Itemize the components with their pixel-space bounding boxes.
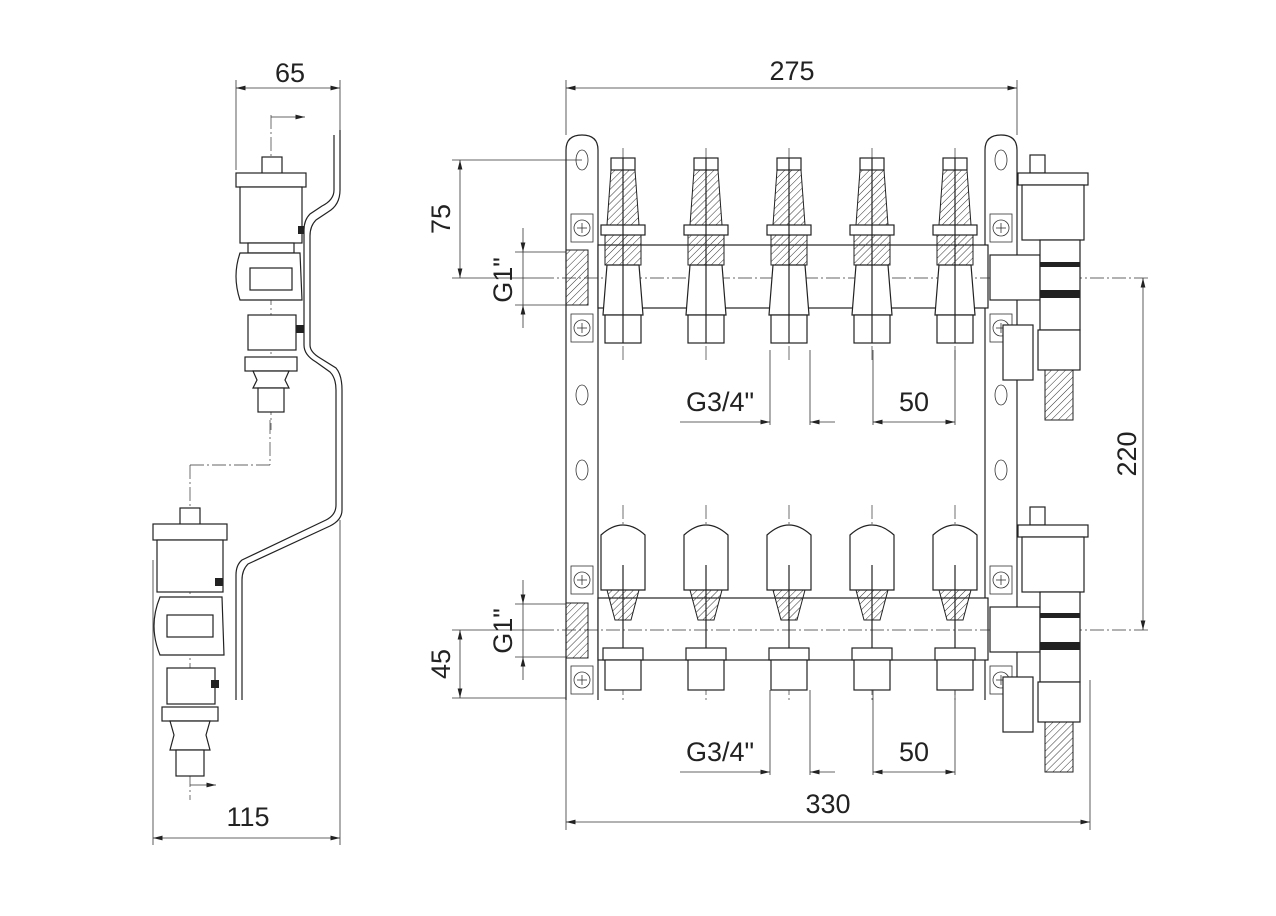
- dimension-label: G1": [488, 257, 518, 303]
- flow-meter-outlet: [600, 148, 646, 360]
- dimension-g34-bottom: G3/4": [680, 690, 835, 775]
- dimension-label: G3/4": [686, 737, 754, 767]
- mounting-screw-icon: [570, 313, 594, 343]
- flow-meter-outlet: [849, 148, 895, 360]
- dimension-label: 50: [899, 737, 929, 767]
- dimension-label: 75: [426, 204, 456, 234]
- mounting-screw-icon: [989, 213, 1013, 243]
- dimension-g1-top: G1": [488, 228, 566, 328]
- side-shutoff-valve: [152, 420, 271, 800]
- shutoff-valve-outlet: [600, 505, 646, 700]
- flow-meter-outlet: [683, 148, 729, 360]
- mounting-bracket: [235, 130, 343, 700]
- flow-meter-outlet: [766, 148, 812, 360]
- front-view: 275 330 75 45 220: [426, 56, 1150, 830]
- dimension-115: 115: [152, 520, 341, 845]
- side-view: 65 115: [152, 58, 343, 845]
- dimension-50-top: 50: [872, 350, 956, 425]
- shutoff-valve-outlet: [683, 505, 729, 700]
- dimension-330: 330: [565, 680, 1091, 830]
- left-bracket: [565, 134, 599, 700]
- dimension-65: 65: [235, 58, 341, 170]
- dimension-45: 45: [426, 629, 566, 699]
- dimension-50-bottom: 50: [872, 690, 956, 775]
- side-flow-meter-valve: [235, 114, 307, 430]
- dimension-75: 75: [426, 159, 582, 279]
- shutoff-valve-outlet: [766, 505, 812, 700]
- dimension-label: 115: [226, 802, 269, 832]
- bottom-air-vent-drain-assembly: [989, 506, 1089, 773]
- top-air-vent-drain-assembly: [989, 154, 1089, 421]
- right-bracket: [984, 134, 1018, 700]
- dimension-label: 220: [1112, 431, 1142, 476]
- dimension-label: 275: [769, 56, 814, 86]
- dimension-label: 45: [426, 649, 456, 679]
- mounting-screw-icon: [570, 665, 594, 695]
- mounting-screw-icon: [989, 565, 1013, 595]
- dimension-label: 330: [805, 789, 850, 819]
- shutoff-valve-outlet: [932, 505, 978, 700]
- flow-meter-outlet: [932, 148, 978, 360]
- dimension-g34-top: G3/4": [680, 350, 835, 425]
- dimension-label: 65: [275, 58, 305, 88]
- dimension-275: 275: [565, 56, 1018, 135]
- dimension-label: G3/4": [686, 387, 754, 417]
- mounting-screw-icon: [570, 213, 594, 243]
- dimension-220: 220: [1112, 278, 1146, 630]
- dimension-g1-bottom: G1": [488, 580, 566, 680]
- dimension-label: 50: [899, 387, 929, 417]
- dimension-label: G1": [488, 608, 518, 654]
- shutoff-valve-outlet: [849, 505, 895, 700]
- mounting-screw-icon: [570, 565, 594, 595]
